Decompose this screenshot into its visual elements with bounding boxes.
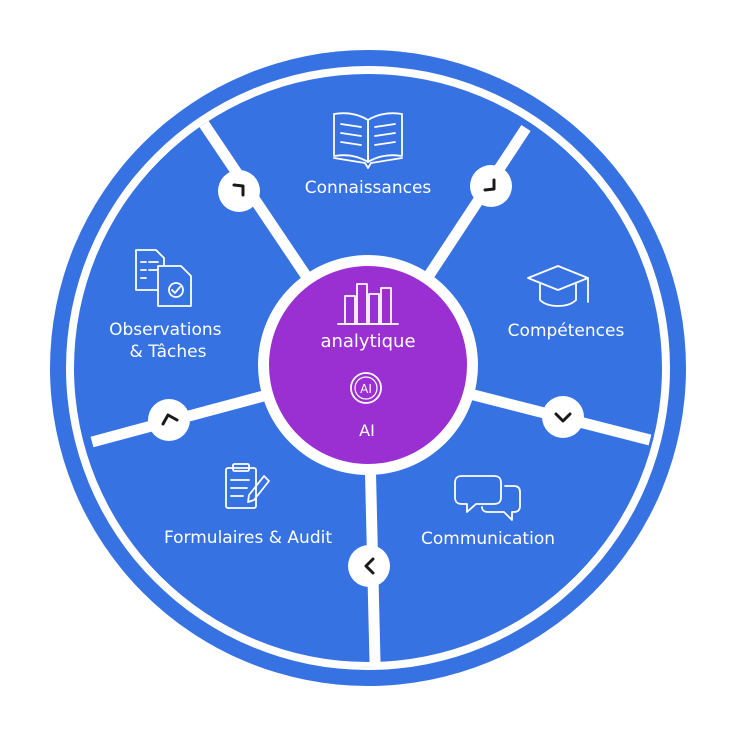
segment-label-formulaires: Formulaires & Audit: [164, 528, 332, 548]
segment-formulaires: Formulaires & Audit: [164, 463, 332, 548]
segment-label-observations: Observations & Tâches: [109, 320, 227, 362]
chat-bubbles-icon: [454, 475, 521, 521]
segment-label-communication: Communication: [421, 529, 555, 549]
connector-right: [542, 396, 584, 438]
segment-communication: Communication: [421, 475, 555, 549]
segment-observations: Observations & Tâches: [109, 249, 227, 362]
clipboard-pen-icon: [225, 463, 270, 509]
chevron-icon: [161, 413, 179, 426]
connector-top-right: [470, 165, 512, 207]
segment-label-connaissances: Connaissances: [305, 178, 432, 198]
hub-circle: [269, 266, 467, 464]
open-book-icon: [333, 112, 403, 169]
hub-title: analytique: [320, 331, 415, 352]
chevron-icon: [554, 412, 572, 423]
ai-badge-icon: AI: [350, 372, 382, 404]
chevron-icon: [364, 557, 375, 575]
segment-connaissances: Connaissances: [305, 112, 432, 198]
connector-bottom: [348, 545, 390, 587]
chevron-icon: [483, 178, 496, 192]
chevron-icon: [232, 183, 245, 197]
connector-left: [148, 399, 190, 441]
segment-label-competences: Compétences: [508, 321, 625, 341]
ai-badge-text: AI: [360, 382, 372, 396]
graduation-cap-icon: [527, 265, 589, 307]
bar-chart-icon: [337, 283, 399, 325]
connector-top-left: [218, 170, 260, 212]
hub-subtitle: AI: [359, 421, 375, 440]
documents-check-icon: [135, 249, 192, 307]
segment-competences: Compétences: [508, 265, 625, 341]
